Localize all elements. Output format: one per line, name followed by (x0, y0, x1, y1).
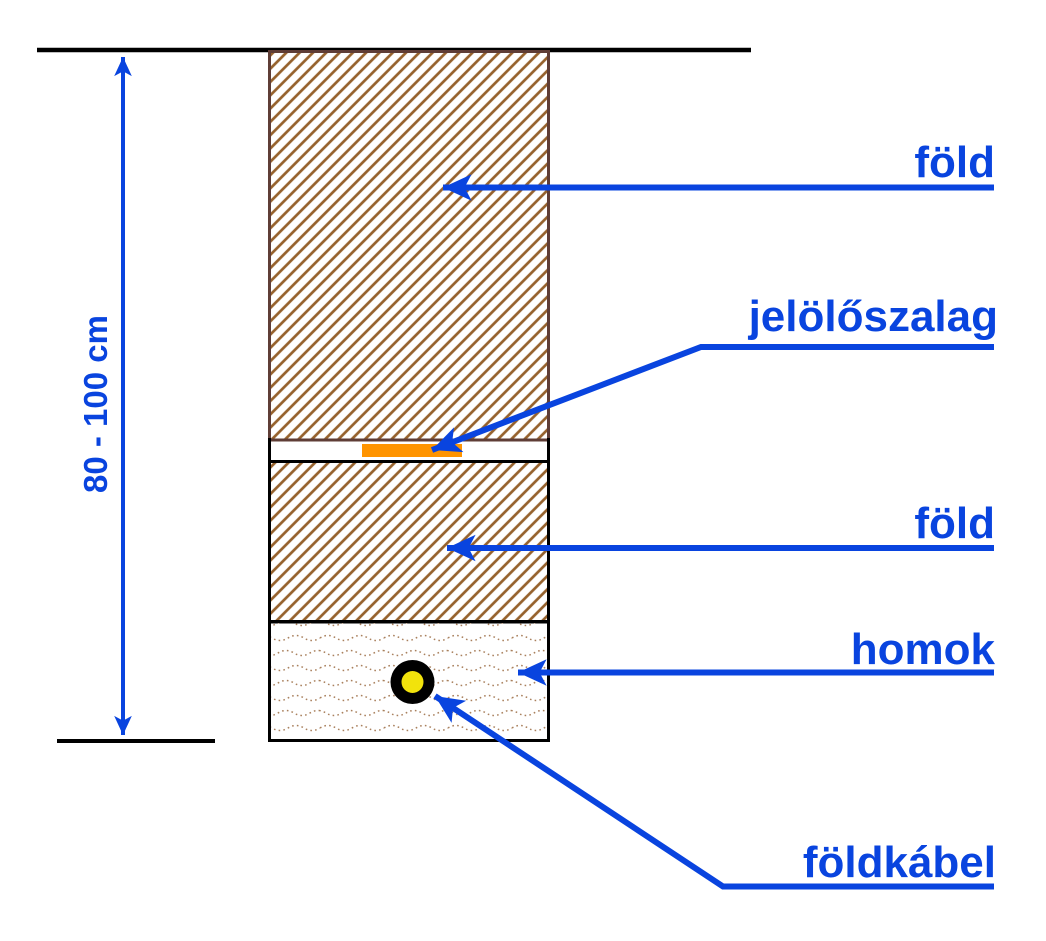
soil-layer (268, 460, 550, 624)
label-cable: földkábel (803, 838, 996, 887)
cable-core (401, 671, 424, 693)
label-soil: föld (914, 499, 995, 548)
leader-marker-tape (430, 344, 994, 453)
depth-dimension-label: 80 - 100 cm (77, 315, 114, 493)
label-topsoil: föld (914, 138, 995, 187)
label-marker-tape: jelölőszalag (748, 292, 998, 341)
label-sand: homok (851, 625, 996, 674)
topsoil-layer (268, 50, 550, 442)
leader-cable (433, 693, 994, 890)
